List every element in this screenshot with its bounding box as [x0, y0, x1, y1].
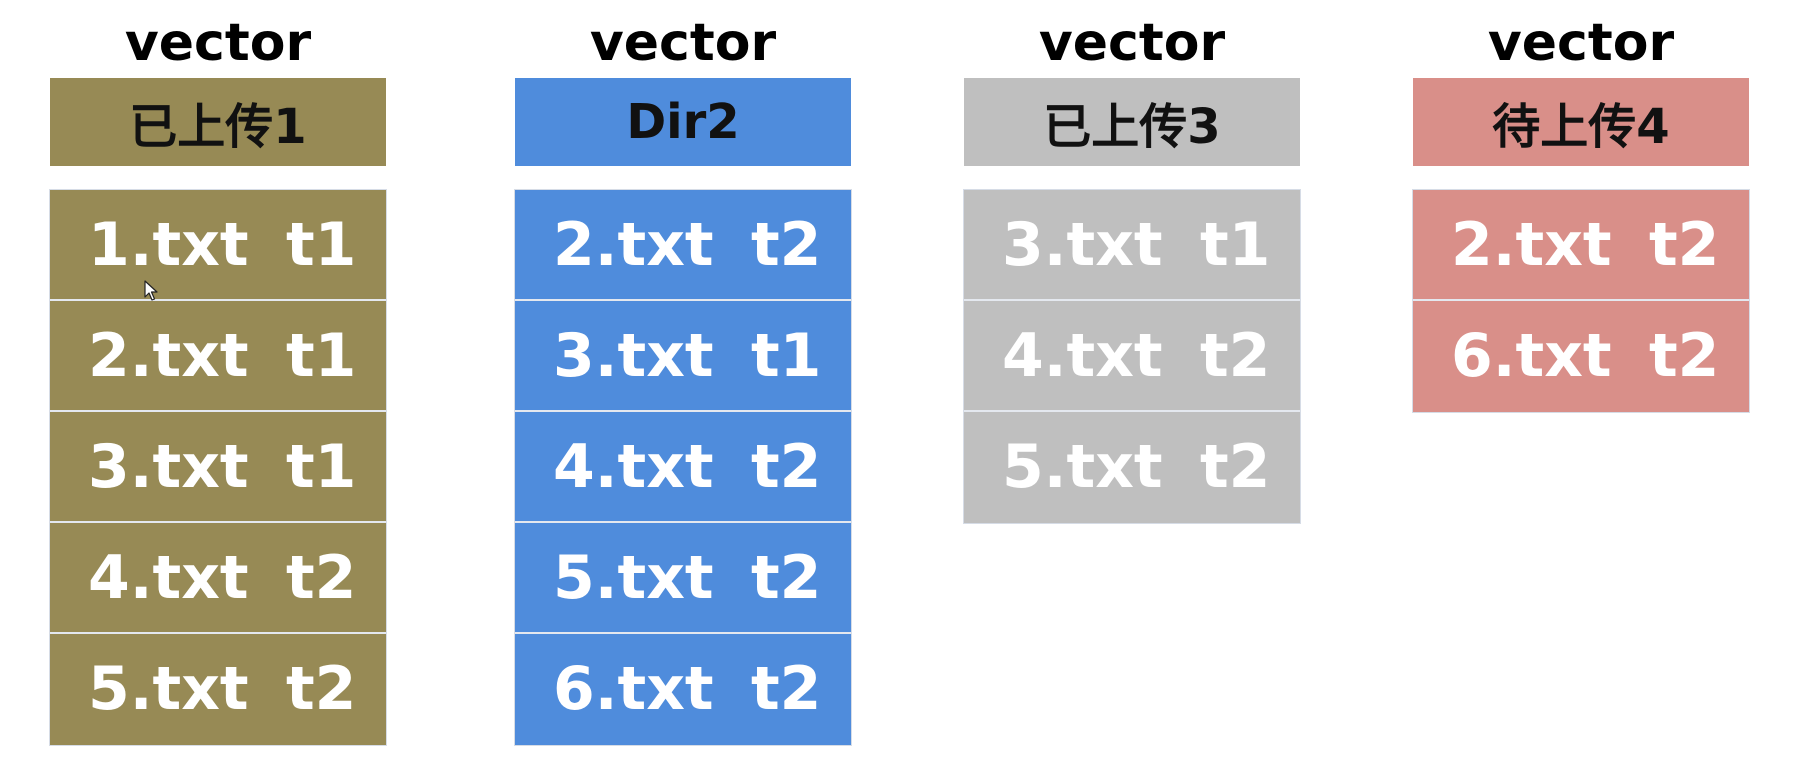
file-tag: t1 [286, 432, 357, 502]
list-item: 4.txt t2 [964, 301, 1300, 412]
file-name: 2.txt [553, 210, 714, 280]
file-tag: t2 [1200, 321, 1271, 391]
list-item: 2.txt t2 [1413, 190, 1749, 301]
file-tag: t1 [286, 321, 357, 391]
file-name: 4.txt [553, 432, 714, 502]
list-item: 3.txt t1 [964, 190, 1300, 301]
list-item: 2.txt t1 [50, 301, 386, 412]
file-list: 1.txt t1 2.txt t1 3.txt t1 4.txt t2 5.tx… [49, 189, 387, 746]
column-header: 待上传4 [1413, 78, 1749, 166]
file-name: 3.txt [88, 432, 249, 502]
file-name: 6.txt [553, 654, 714, 724]
file-tag: t2 [751, 543, 822, 613]
file-tag: t2 [751, 654, 822, 724]
column-header: Dir2 [515, 78, 851, 166]
file-name: 6.txt [1451, 321, 1612, 391]
file-name: 2.txt [88, 321, 249, 391]
column-header: 已上传1 [50, 78, 386, 166]
file-name: 5.txt [1002, 432, 1163, 502]
list-item: 1.txt t1 [50, 190, 386, 301]
file-list: 2.txt t2 6.txt t2 [1412, 189, 1750, 413]
file-name: 5.txt [88, 654, 249, 724]
file-name: 2.txt [1451, 210, 1612, 280]
file-tag: t2 [286, 654, 357, 724]
file-name: 3.txt [1002, 210, 1163, 280]
file-name: 3.txt [553, 321, 714, 391]
file-name: 4.txt [1002, 321, 1163, 391]
column-title: vector [1038, 13, 1226, 73]
file-name: 1.txt [88, 210, 249, 280]
file-tag: t2 [1649, 210, 1720, 280]
file-tag: t1 [286, 210, 357, 280]
list-item: 5.txt t2 [515, 523, 851, 634]
file-list: 2.txt t2 3.txt t1 4.txt t2 5.txt t2 6.tx… [514, 189, 852, 746]
file-tag: t2 [751, 210, 822, 280]
column-title: vector [1487, 13, 1675, 73]
file-tag: t1 [1200, 210, 1271, 280]
column-title: vector [124, 13, 312, 73]
file-tag: t2 [1649, 321, 1720, 391]
file-tag: t2 [1200, 432, 1271, 502]
file-list: 3.txt t1 4.txt t2 5.txt t2 [963, 189, 1301, 524]
list-item: 6.txt t2 [1413, 301, 1749, 412]
file-tag: t2 [286, 543, 357, 613]
file-tag: t2 [751, 432, 822, 502]
mouse-pointer-icon [144, 280, 158, 301]
list-item: 4.txt t2 [50, 523, 386, 634]
list-item: 5.txt t2 [964, 412, 1300, 523]
list-item: 2.txt t2 [515, 190, 851, 301]
list-item: 5.txt t2 [50, 634, 386, 745]
column-title: vector [589, 13, 777, 73]
file-name: 4.txt [88, 543, 249, 613]
file-name: 5.txt [553, 543, 714, 613]
column-header: 已上传3 [964, 78, 1300, 166]
list-item: 3.txt t1 [515, 301, 851, 412]
file-tag: t1 [751, 321, 822, 391]
list-item: 4.txt t2 [515, 412, 851, 523]
list-item: 6.txt t2 [515, 634, 851, 745]
list-item: 3.txt t1 [50, 412, 386, 523]
